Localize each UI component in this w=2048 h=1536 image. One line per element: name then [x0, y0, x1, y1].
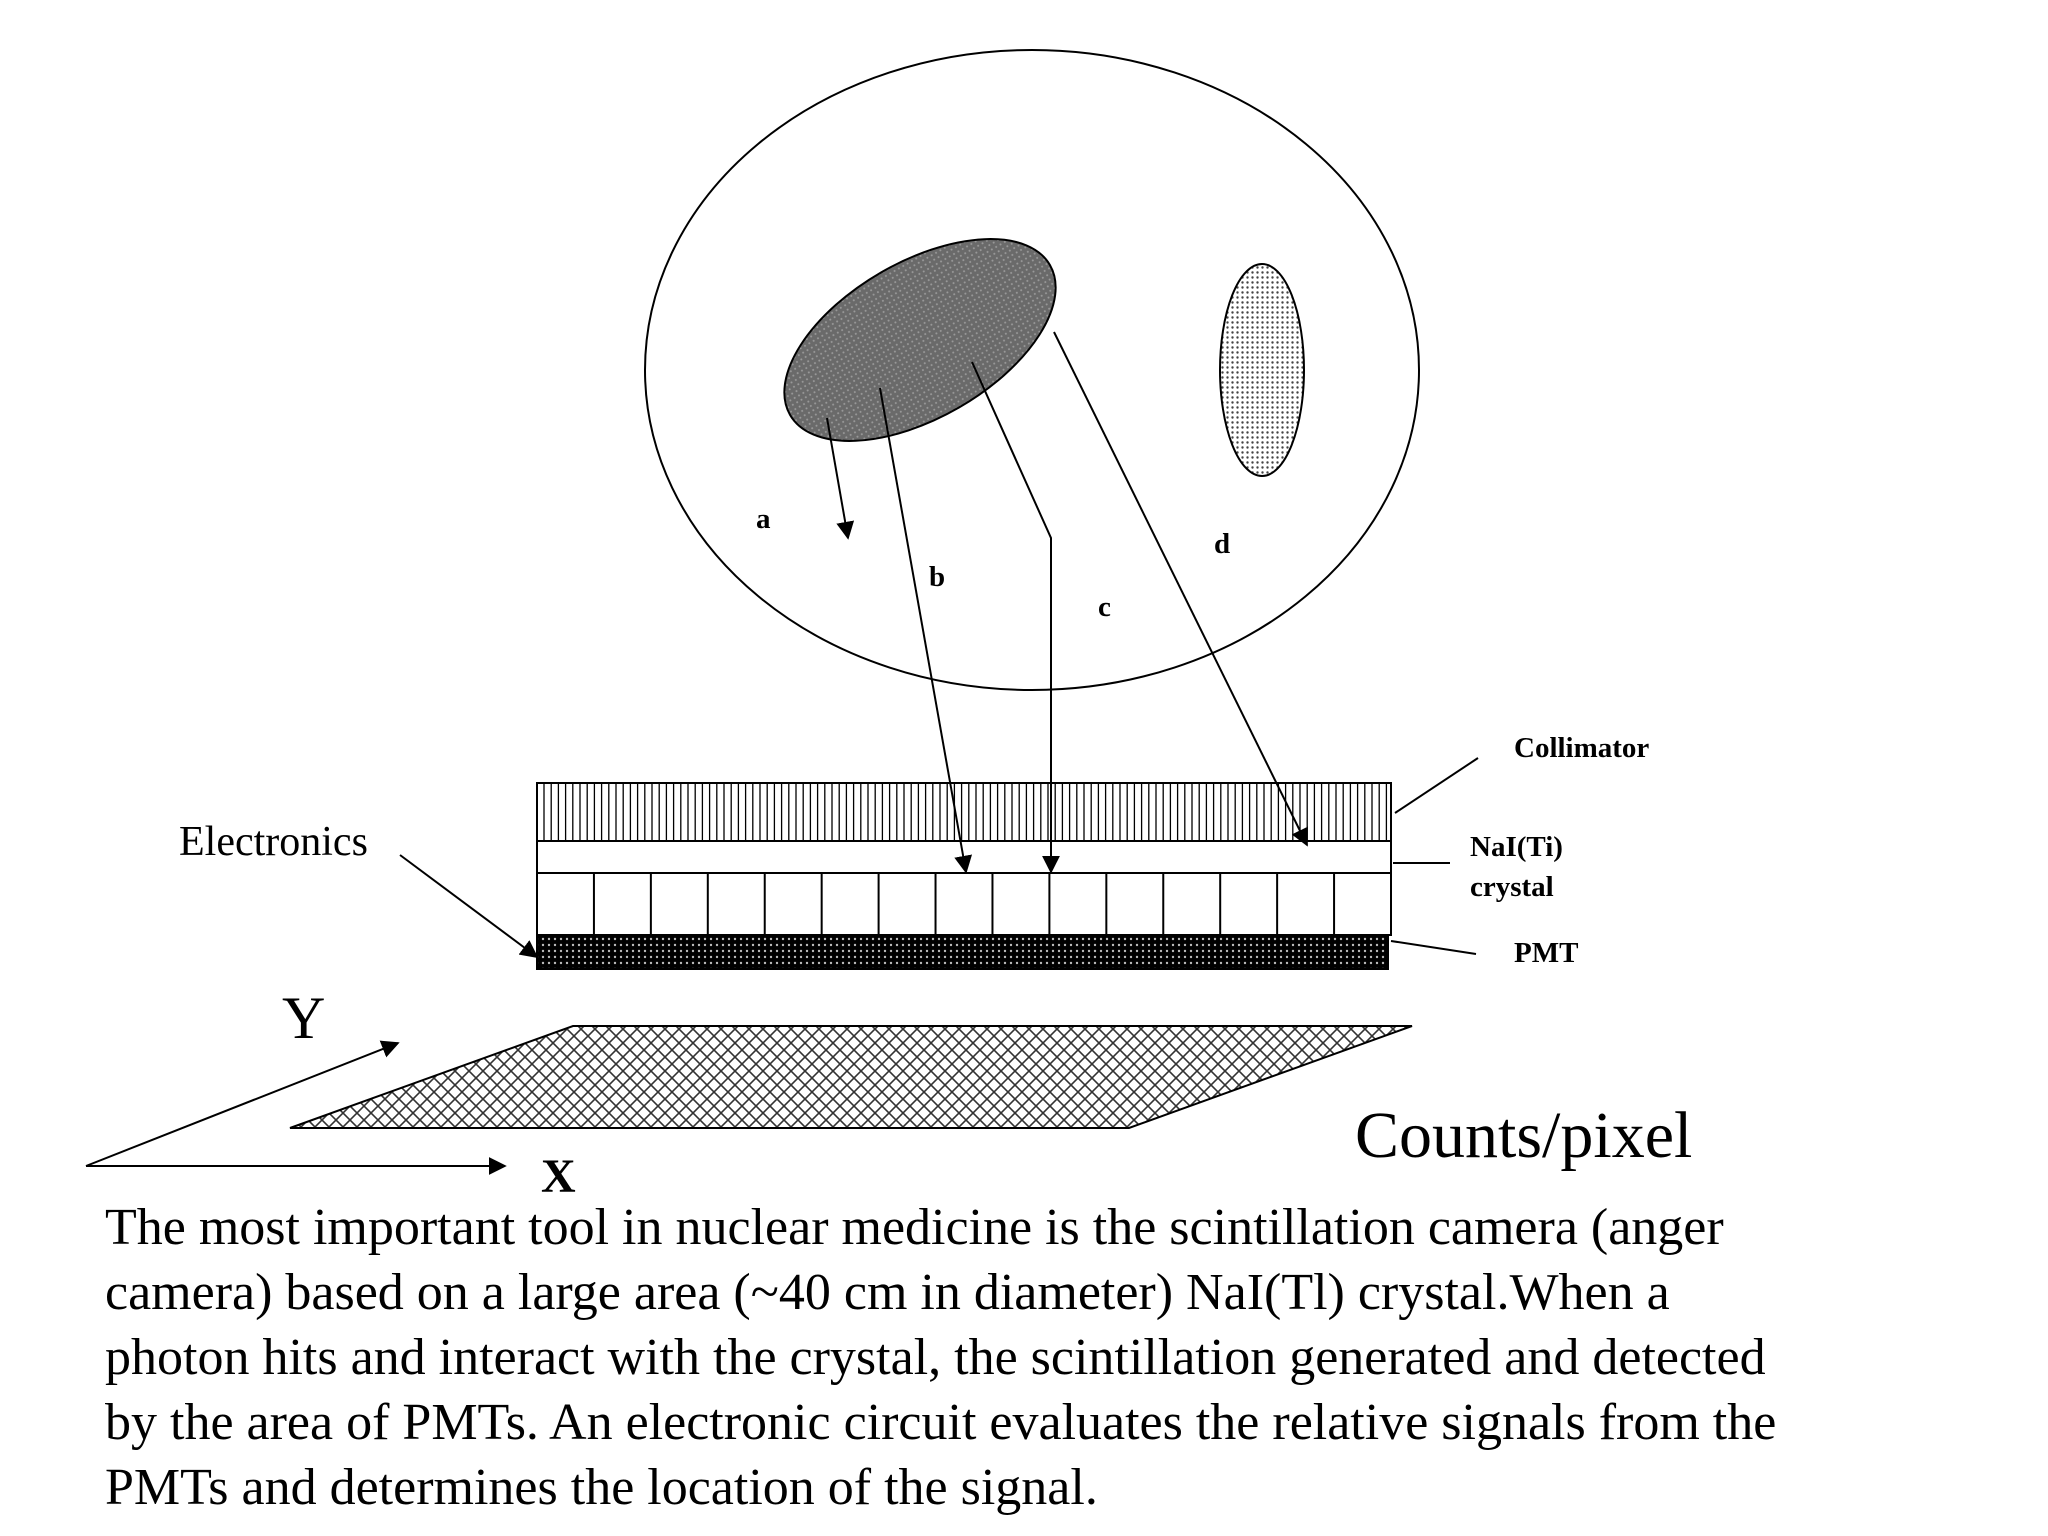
y-axis-arrow [85, 1040, 400, 1167]
pmt-label: PMT [1514, 937, 1578, 969]
image-plane [289, 1025, 1413, 1129]
pmt-leader [1390, 940, 1477, 955]
collimator-leader [1394, 757, 1479, 814]
ray-b [879, 387, 973, 874]
x-axis-label: X [541, 1150, 576, 1203]
ray-d [1053, 331, 1308, 847]
source-organ [783, 238, 1057, 442]
y-axis-label: Y [282, 985, 325, 1051]
electronics-label: Electronics [179, 819, 368, 865]
crystal-label-line1: NaI(Ti) [1470, 831, 1563, 863]
electronics-leader [399, 854, 539, 959]
collimator-label: Collimator [1514, 732, 1649, 764]
ray-label-d: d [1214, 528, 1230, 560]
ray-label-c: c [1098, 591, 1111, 623]
collimator [536, 782, 1392, 842]
caption-line: PMTs and determines the location of the … [105, 1459, 1098, 1516]
caption-line: by the area of PMTs. An electronic circu… [105, 1394, 1777, 1451]
ray-label-a: a [756, 503, 771, 535]
caption: The most important tool in nuclear medic… [105, 1195, 2025, 1520]
secondary-organ [1219, 263, 1305, 477]
counts-per-pixel-label: Counts/pixel [1355, 1099, 1692, 1172]
caption-line: The most important tool in nuclear medic… [105, 1199, 1724, 1256]
crystal-label-line2: crystal [1470, 871, 1554, 903]
caption-line: camera) based on a large area (~40 cm in… [105, 1264, 1670, 1321]
ray-label-b: b [929, 561, 945, 593]
electronics-bar [536, 934, 1389, 970]
ray-c [971, 361, 1060, 874]
pmt-array [536, 872, 1392, 936]
ray-a [826, 417, 855, 540]
caption-line: photon hits and interact with the crysta… [105, 1329, 1766, 1386]
